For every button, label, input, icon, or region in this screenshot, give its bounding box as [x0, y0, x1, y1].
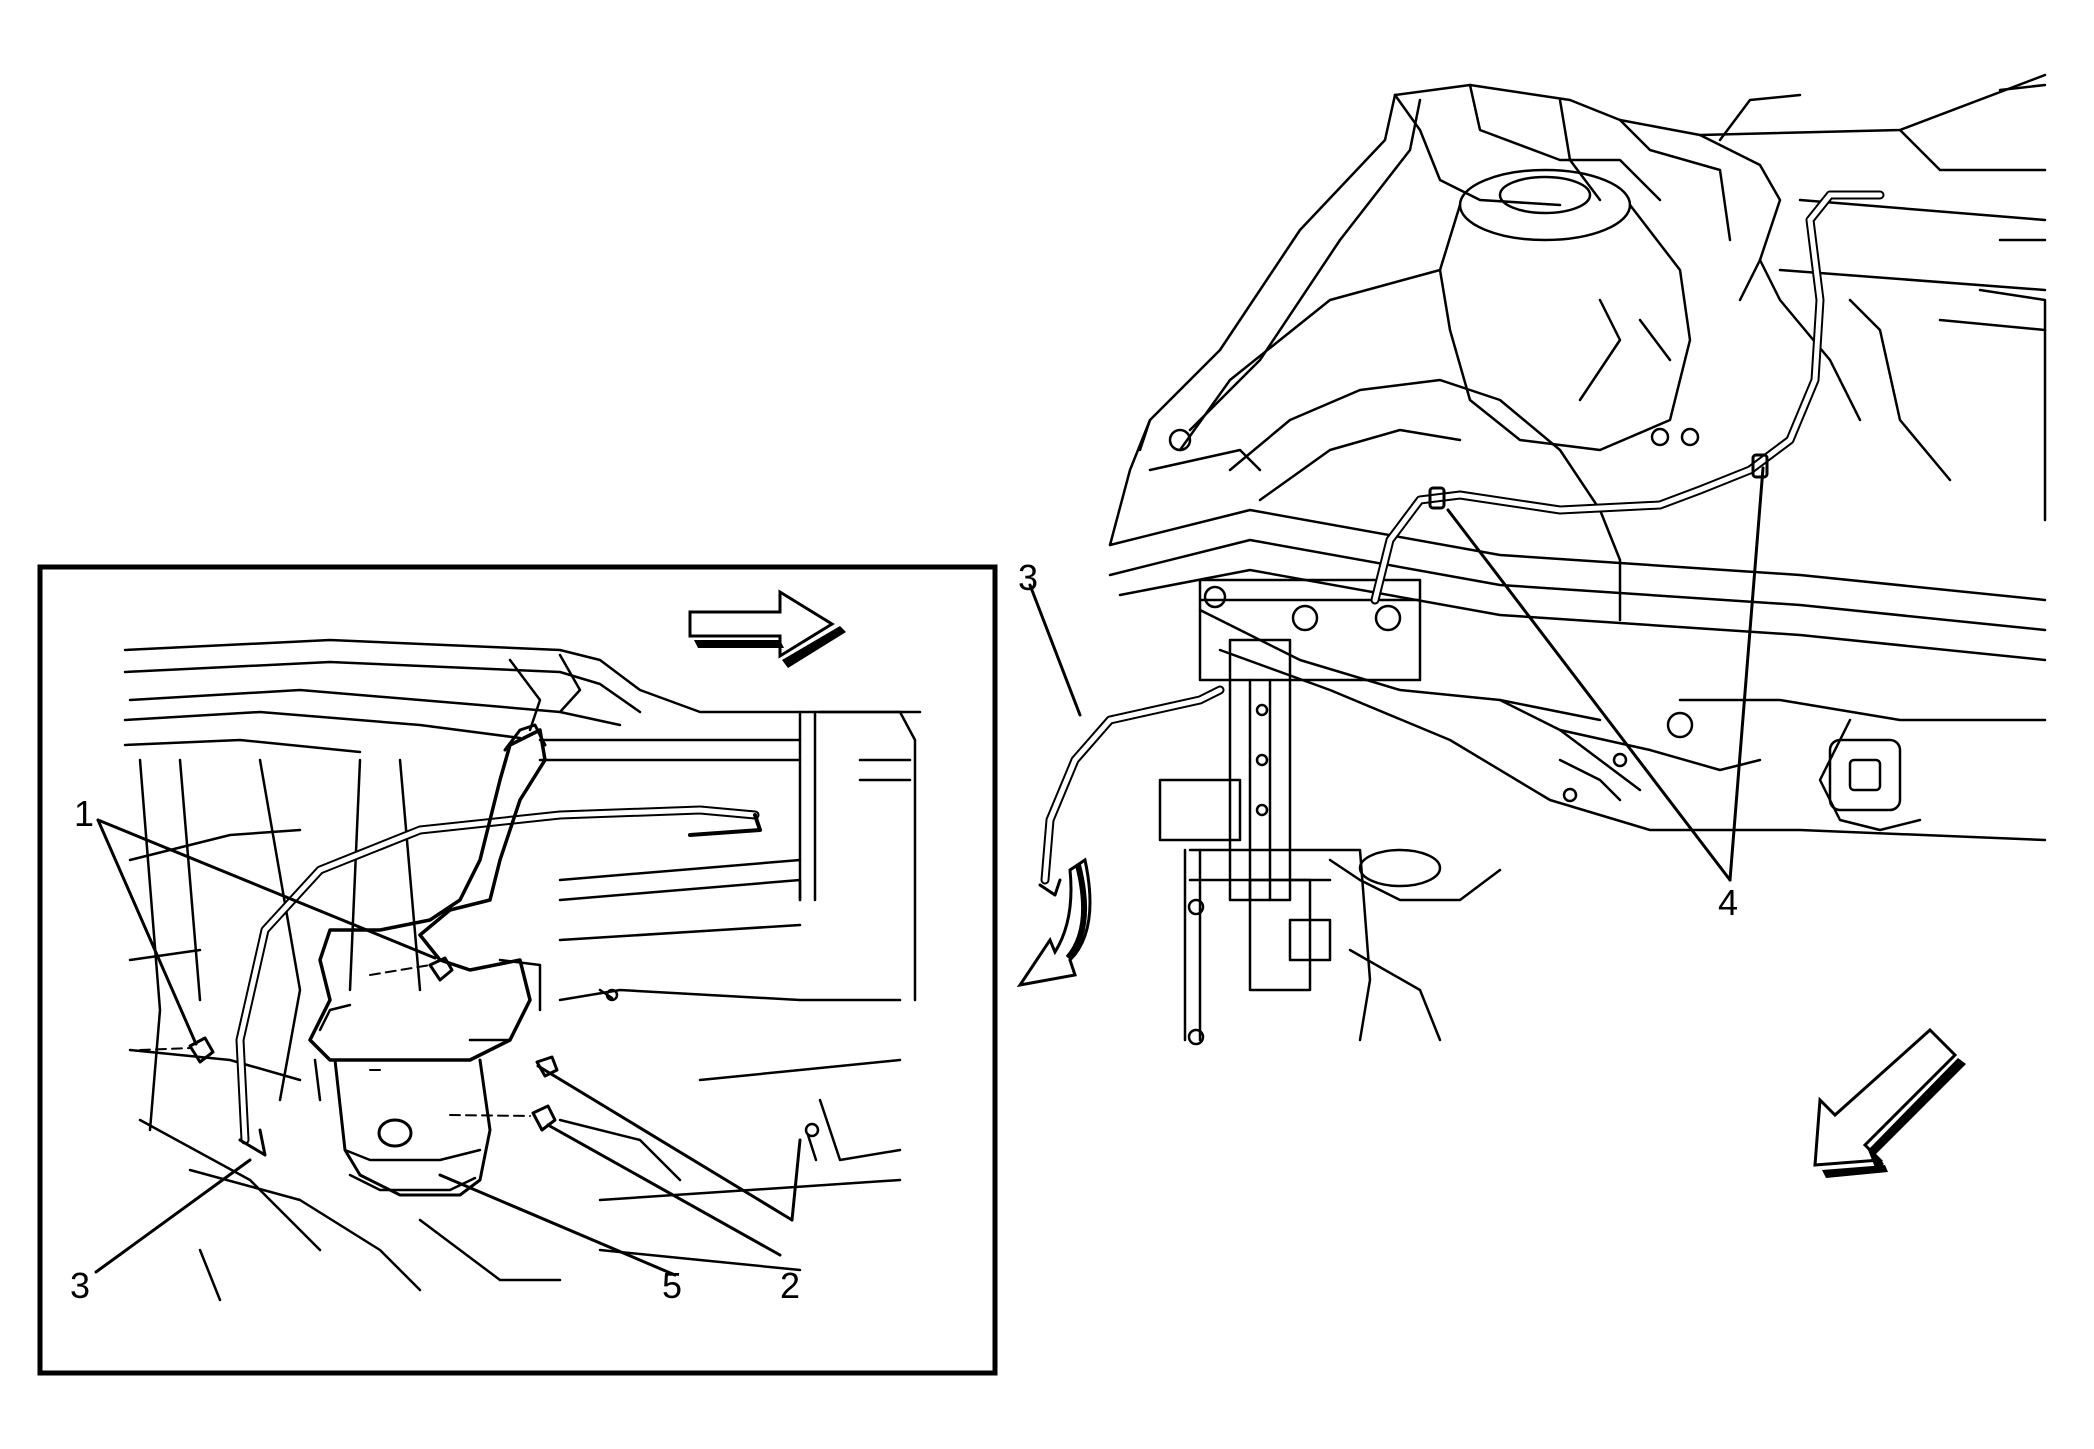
callout-3-inset: 3: [70, 1265, 90, 1306]
callout-1: 1: [74, 793, 94, 834]
callout-5: 5: [662, 1265, 682, 1306]
main-body-structure: [1108, 73, 2047, 1046]
inset-view: 1 2 3 5: [37, 564, 998, 1376]
main-leaders: [1028, 466, 1765, 882]
washer-reservoir: [308, 723, 547, 1197]
callout-3-main: 3: [1018, 557, 1038, 598]
inset-fasteners: [139, 956, 820, 1162]
inset-hose: [235, 805, 762, 1157]
direction-arrow-down-left-icon: [1813, 1027, 1966, 1178]
main-hose: [1038, 190, 1885, 897]
callout-2: 2: [780, 1265, 800, 1306]
inset-frame-rails: [123, 638, 922, 1302]
direction-arrow-right-icon: [688, 589, 846, 668]
main-view: 3 4: [1016, 73, 2047, 1178]
inset-leaders: [94, 818, 802, 1277]
rotation-arrow-icon: [1016, 857, 1092, 988]
callout-4: 4: [1718, 882, 1738, 923]
inset-frame: [37, 564, 998, 1376]
